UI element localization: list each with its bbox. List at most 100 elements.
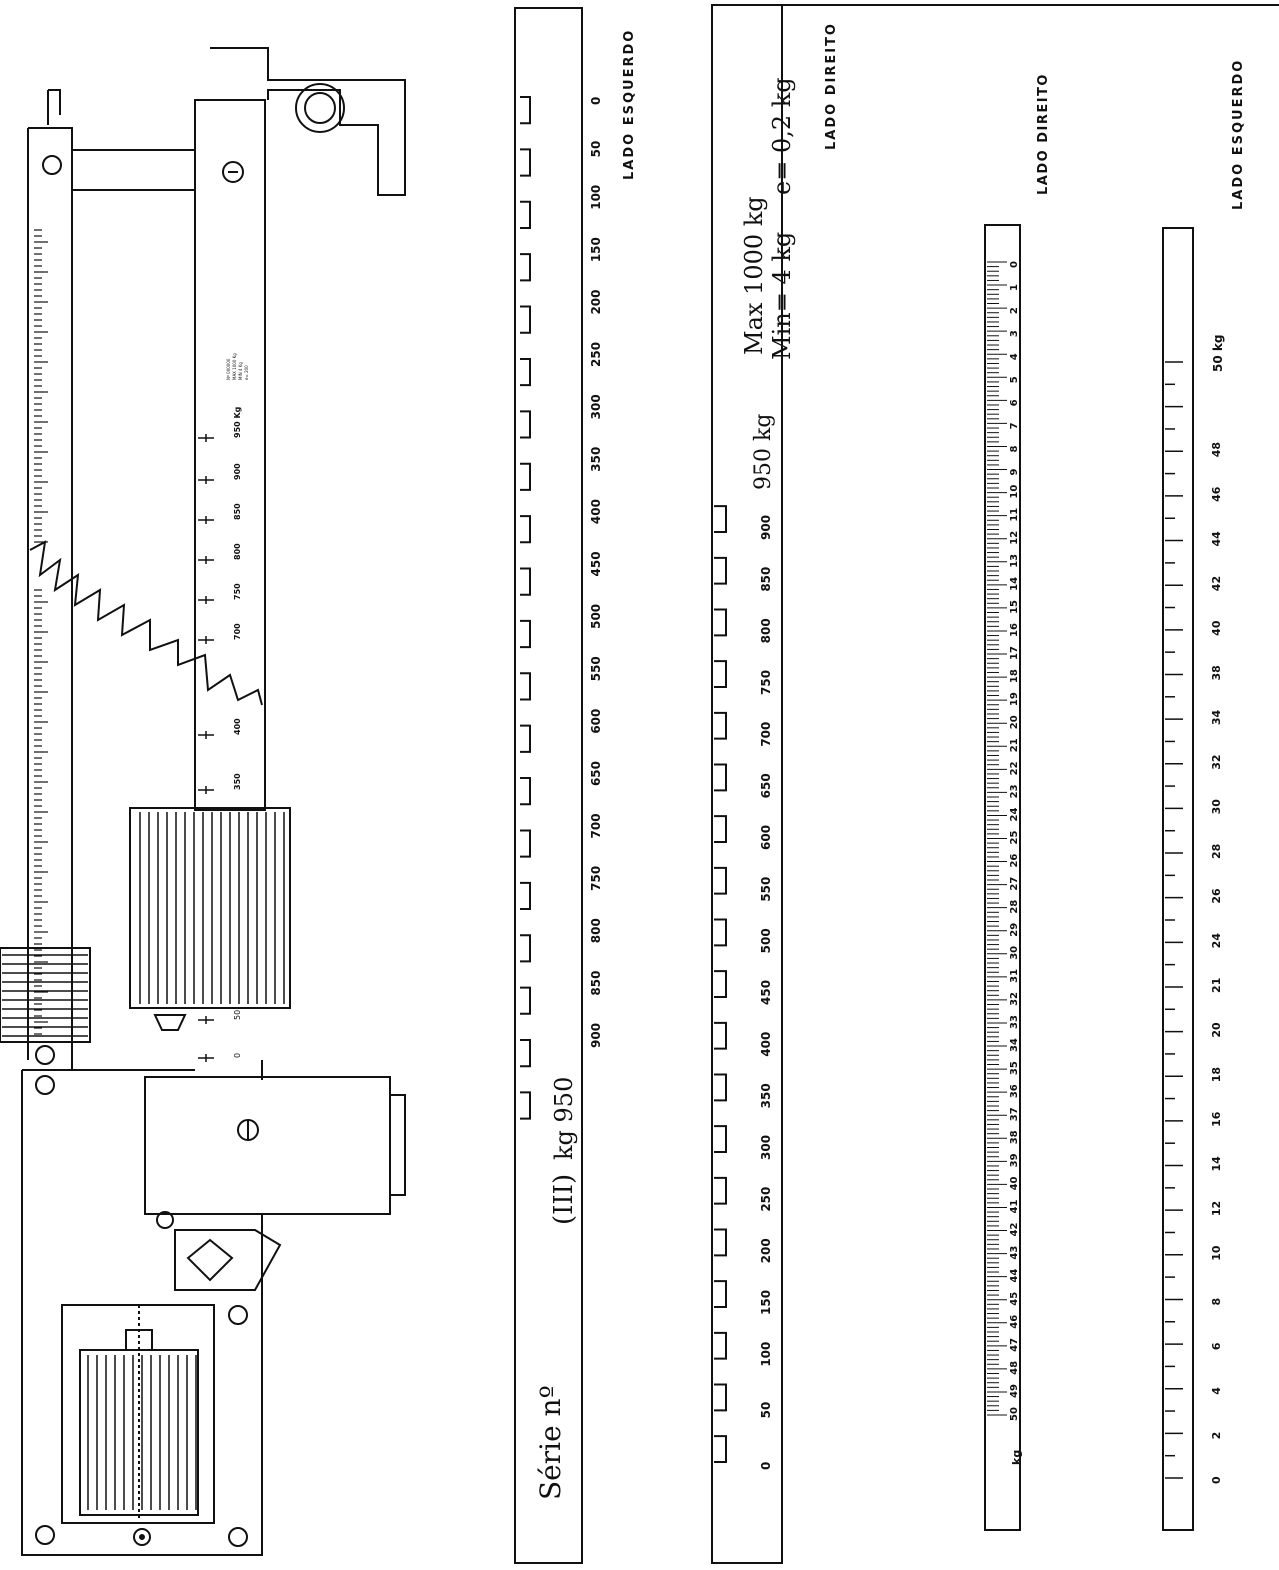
tick-label: 300 [589, 394, 603, 419]
tick-label: 45 [1009, 1292, 1020, 1306]
tick-label: 37 [1009, 1107, 1020, 1121]
tick-label: 600 [589, 709, 603, 734]
frame-hole [228, 1527, 248, 1547]
beam-tick-label: 0 [233, 1053, 242, 1058]
tick-label: 10 [1210, 1245, 1223, 1261]
tick-label: 31 [1009, 969, 1020, 983]
tick-label: 250 [589, 342, 603, 367]
beam-tick-label: 50 [233, 1010, 242, 1020]
tick-label: 4 [1009, 353, 1020, 360]
tick-label: 13 [1009, 554, 1020, 568]
major-tick [714, 556, 727, 585]
major-tick [520, 515, 531, 544]
tick-label: 22 [1009, 761, 1020, 775]
major-tick [714, 1435, 727, 1463]
kg-label: kg 950 [550, 1077, 578, 1160]
strip-left-fine: 0246810121416182021242628303234384042444… [1162, 59, 1246, 1531]
tick-label: 40 [1009, 1176, 1020, 1190]
major-tick [520, 96, 531, 125]
tick-label: 300 [759, 1135, 773, 1160]
tick-label: 34 [1210, 709, 1223, 725]
tick-label: 150 [589, 237, 603, 262]
tick-label: 38 [1009, 1130, 1020, 1144]
tick-label: 900 [589, 1023, 603, 1048]
beam-left-rail [27, 127, 73, 1070]
tick-label: 500 [759, 928, 773, 953]
major-tick [714, 1383, 727, 1412]
fine-print-line: MAX 1000 Kg [232, 353, 237, 380]
tick-label: 14 [1009, 577, 1020, 591]
beam-scale: 0 50 350 400 700 750 800 850 900 950 Kg … [198, 353, 249, 1062]
major-tick [714, 763, 727, 792]
major-tick [714, 1280, 727, 1308]
beam-main-bar [194, 99, 266, 811]
major-tick [714, 660, 727, 688]
tick-label: 4 [1210, 1387, 1223, 1395]
tick-label: 200 [759, 1238, 773, 1263]
major-tick [520, 305, 531, 334]
major-tick [714, 1228, 727, 1257]
tick-label: 750 [589, 866, 603, 891]
tick-label: 100 [589, 185, 603, 210]
major-tick [714, 1331, 727, 1360]
tick-label: 16 [1210, 1111, 1223, 1127]
tick-label: 29 [1009, 923, 1020, 937]
tick-label: 800 [759, 618, 773, 643]
tick-label: 28 [1009, 900, 1020, 914]
beam-tick-label: 750 [233, 583, 242, 600]
tick-label: 8 [1009, 445, 1020, 452]
side-label: LADO DIREITO [824, 22, 839, 150]
major-tick [520, 357, 531, 387]
roman-numeral-label: (III) [549, 1174, 579, 1225]
tick-label: 44 [1210, 531, 1223, 547]
tick-label: 600 [759, 825, 773, 850]
tick-label: 450 [589, 551, 603, 576]
tick-label: 26 [1210, 888, 1223, 904]
tick-label: 400 [759, 1032, 773, 1057]
major-tick [520, 934, 531, 963]
tick-label: 39 [1009, 1153, 1020, 1167]
major-tick [520, 619, 531, 649]
tick-label: 50 [589, 141, 603, 158]
tick-label: 46 [1009, 1315, 1020, 1329]
tick-label: 28 [1210, 844, 1223, 859]
tick-label: 550 [759, 877, 773, 902]
frame-hole [156, 1211, 174, 1229]
beam-tick-label: 850 [233, 503, 242, 520]
tick-label: 9 [1009, 469, 1020, 476]
max-capacity-label: Max 1000 kg [740, 196, 768, 355]
strip-frame [514, 7, 583, 1564]
tick-label: 12 [1009, 531, 1020, 545]
frame-hole [133, 1528, 151, 1546]
unit-label: kg [1010, 1450, 1023, 1465]
major-tick [714, 1176, 727, 1205]
tick-label: 49 [1009, 1384, 1020, 1398]
tick-label: 400 [589, 499, 603, 524]
major-tick [714, 608, 727, 637]
strip-frame [984, 224, 1021, 1531]
pointer-housing [174, 1229, 282, 1291]
major-tick [714, 1021, 727, 1050]
tick-label: 550 [589, 656, 603, 681]
kg-label: 950 kg [751, 414, 776, 490]
tick-label: 700 [759, 722, 773, 747]
tick-label: 27 [1009, 877, 1020, 891]
tick-label: 25 [1009, 831, 1020, 845]
tick-label: 14 [1210, 1156, 1223, 1172]
unit-label: 50 kg [1211, 335, 1225, 372]
tick-label: 36 [1009, 1084, 1020, 1098]
beam-tick-label: 700 [233, 623, 242, 640]
beam-tick-label: 400 [233, 718, 242, 735]
major-tick [520, 777, 531, 806]
tick-label: 41 [1009, 1200, 1020, 1214]
weight-knob [153, 1014, 187, 1031]
major-tick [714, 505, 727, 533]
tick-label: 20 [1009, 715, 1020, 729]
major-tick [520, 253, 531, 282]
tick-label: 23 [1009, 784, 1020, 798]
sliding-weight-large [129, 807, 291, 1009]
beam-tick-label: 800 [233, 543, 242, 560]
tick-label: 150 [759, 1290, 773, 1315]
tick-label: 30 [1210, 799, 1223, 815]
strip-left-main: 0501001502002503003504004505005506006507… [514, 7, 637, 1564]
